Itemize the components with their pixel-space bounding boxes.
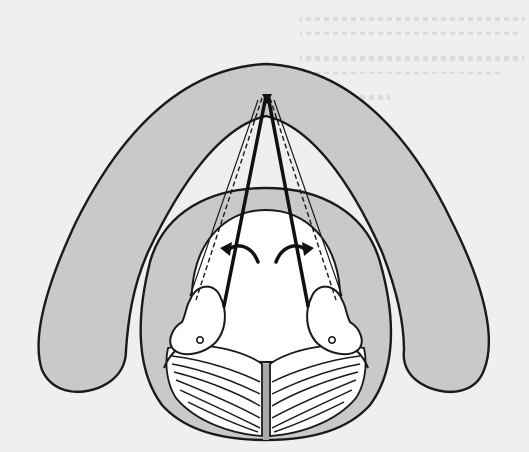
posterior-muscle-right [270,345,366,436]
posterior-muscle-left [166,345,262,436]
